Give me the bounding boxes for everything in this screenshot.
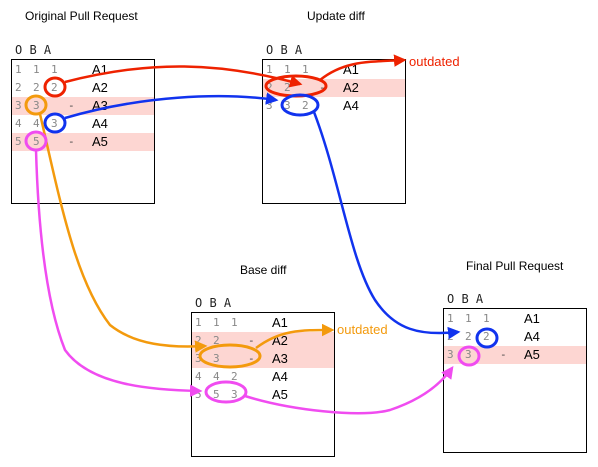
line-number-b: 2 [33, 81, 40, 94]
line-number-o: 3 [195, 352, 202, 365]
line-text: A4 [272, 369, 288, 384]
line-text: A5 [92, 134, 108, 149]
line-number-o: 1 [195, 316, 202, 329]
deletion-marker: - [68, 99, 75, 112]
line-number-b: 4 [33, 117, 40, 130]
line-number-o: 2 [15, 81, 22, 94]
line-number-b: 4 [213, 370, 220, 383]
line-number-b: 3 [284, 99, 291, 112]
line-number-b: 5 [33, 135, 40, 148]
line-text: A3 [92, 98, 108, 113]
line-number-b: 5 [213, 388, 220, 401]
line-number-b: 2 [213, 334, 220, 347]
line-number-o: 2 [447, 330, 454, 343]
line-text: A1 [524, 311, 540, 326]
line-text: A4 [92, 116, 108, 131]
line-number-a: 2 [302, 99, 309, 112]
line-number-a: 1 [51, 63, 58, 76]
deletion-marker: - [68, 135, 75, 148]
original-pr-title: Original Pull Request [25, 9, 138, 23]
line-number-a: 3 [51, 117, 58, 130]
line-number-o: 3 [266, 99, 273, 112]
line-number-o: 2 [195, 334, 202, 347]
line-number-a: 2 [483, 330, 490, 343]
line-text: A5 [524, 347, 540, 362]
line-text: A1 [343, 62, 359, 77]
line-number-o: 4 [195, 370, 202, 383]
line-number-a: 1 [231, 316, 238, 329]
line-number-o: 3 [15, 99, 22, 112]
line-number-o: 5 [15, 135, 22, 148]
line-number-o: 1 [15, 63, 22, 76]
line-text: A3 [272, 351, 288, 366]
original-pr-column-header: O B A [15, 43, 52, 57]
line-text: A1 [92, 62, 108, 77]
line-text: A2 [92, 80, 108, 95]
line-text: A5 [272, 387, 288, 402]
line-number-o: 2 [266, 81, 273, 94]
final-pr-title: Final Pull Request [466, 259, 564, 273]
deletion-marker: - [319, 81, 326, 94]
line-number-o: 1 [266, 63, 273, 76]
line-number-b: 2 [284, 81, 291, 94]
line-number-b: 1 [213, 316, 220, 329]
deletion-marker: - [248, 334, 255, 347]
line-number-a: 1 [302, 63, 309, 76]
deletion-marker: - [248, 352, 255, 365]
line-text: A1 [272, 315, 288, 330]
line-number-b: 2 [465, 330, 472, 343]
line-number-o: 3 [447, 348, 454, 361]
line-number-o: 4 [15, 117, 22, 130]
outdated-label-update: outdated [409, 54, 460, 69]
line-number-o: 1 [447, 312, 454, 325]
line-number-a: 1 [483, 312, 490, 325]
line-number-b: 1 [33, 63, 40, 76]
base-diff-column-header: O B A [195, 296, 232, 310]
final-pr-column-header: O B A [447, 292, 484, 306]
update-diff-column-header: O B A [266, 43, 303, 57]
deletion-marker: - [500, 348, 507, 361]
line-text: A2 [272, 333, 288, 348]
line-number-b: 3 [465, 348, 472, 361]
base-diff-title: Base diff [240, 263, 287, 277]
line-number-a: 3 [231, 388, 238, 401]
outdated-label-base: outdated [337, 322, 388, 337]
line-text: A4 [343, 98, 359, 113]
line-number-a: 2 [231, 370, 238, 383]
line-number-b: 1 [284, 63, 291, 76]
line-number-b: 3 [33, 99, 40, 112]
line-text: A2 [343, 80, 359, 95]
line-number-b: 3 [213, 352, 220, 365]
line-text: A4 [524, 329, 540, 344]
line-number-b: 1 [465, 312, 472, 325]
line-number-a: 2 [51, 81, 58, 94]
update-diff-title: Update diff [307, 9, 365, 23]
line-number-o: 5 [195, 388, 202, 401]
